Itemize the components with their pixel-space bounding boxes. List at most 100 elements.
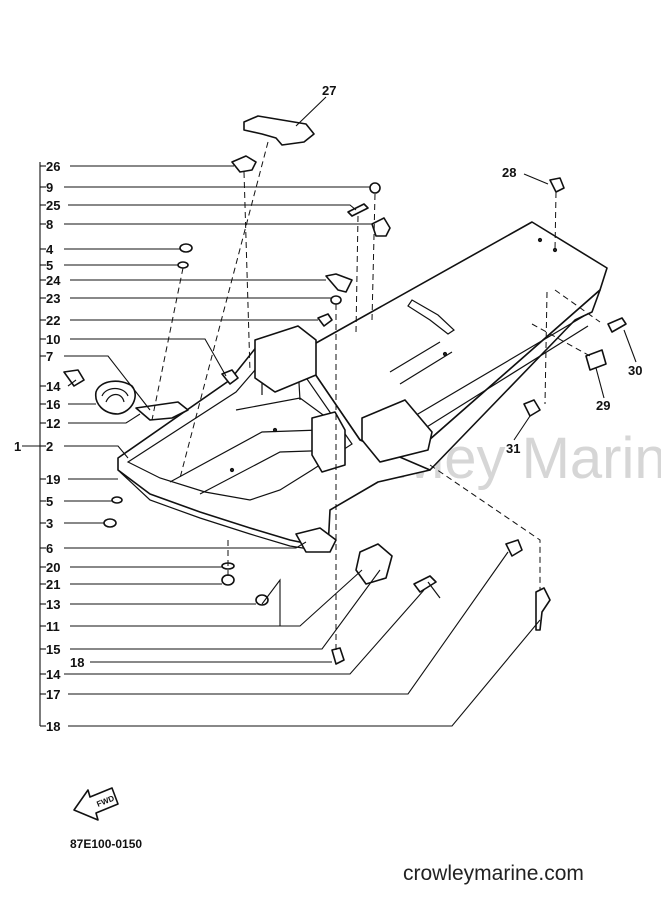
- callout-label-26: 26: [46, 159, 60, 174]
- dash-line: [151, 267, 184, 421]
- callout-label-18a: 18: [70, 655, 84, 670]
- cowling-internal-ribs: [169, 362, 341, 495]
- part-10-damper: [221, 369, 239, 385]
- callout-label-5a: 5: [46, 258, 53, 273]
- leader-31: [513, 415, 531, 441]
- fwd-arrow: FWD: [73, 787, 119, 821]
- dash-line: [429, 464, 541, 590]
- part-8-latch: [371, 217, 391, 237]
- callout-label-3: 3: [46, 516, 53, 531]
- callout-label-30: 30: [628, 363, 642, 378]
- dash-line: [243, 171, 251, 373]
- callout-label-5b: 5: [46, 494, 53, 509]
- callout-label-12: 12: [46, 416, 60, 431]
- callout-label-28: 28: [502, 165, 516, 180]
- bracket-label: 1: [14, 439, 21, 454]
- cowling-top-slot: [407, 299, 455, 335]
- part-7-bracket: [135, 401, 189, 421]
- part-3-grommet: [103, 518, 117, 528]
- callout-label-16: 16: [46, 397, 60, 412]
- leader-14a: [67, 379, 77, 387]
- part-26-bracket: [231, 155, 257, 173]
- part-9-nut: [369, 182, 381, 194]
- part-21-nut: [221, 574, 235, 586]
- left-callout-labels: 2692584524232210714161221953620211311151…: [46, 159, 84, 734]
- leader-11b: [261, 578, 281, 626]
- callout-label-14a: 14: [46, 379, 61, 394]
- leader-10: [70, 338, 227, 377]
- callout-label-31: 31: [506, 441, 520, 456]
- part-31-bolt: [523, 399, 541, 417]
- leader-28: [523, 173, 549, 185]
- leader-30: [623, 329, 637, 363]
- part-13-bush: [255, 594, 269, 606]
- part-22-pad: [317, 313, 333, 327]
- part-27-cover-plate: [243, 115, 315, 146]
- left-callout-system: [22, 162, 541, 727]
- callout-label-22: 22: [46, 313, 60, 328]
- part-17-cap: [505, 539, 523, 557]
- callout-label-17: 17: [46, 687, 60, 702]
- cowling-rivet: [229, 467, 235, 473]
- leader-14b: [64, 589, 425, 675]
- right-callout-system: [295, 96, 637, 441]
- callout-label-23: 23: [46, 291, 60, 306]
- callout-label-14b: 14: [46, 667, 61, 682]
- fwd-arrow-shape: [73, 787, 119, 821]
- callout-label-19: 19: [46, 472, 60, 487]
- leader-18b: [68, 619, 541, 727]
- leader-6: [64, 541, 307, 549]
- leader-15: [70, 569, 381, 650]
- cowling-front-lip: [117, 469, 329, 553]
- bottom-cowling-assembly: [117, 221, 608, 553]
- loose-parts: [63, 115, 627, 665]
- cowling-front-clip: [295, 527, 337, 553]
- part-14-screw: [63, 369, 85, 387]
- part-29-label: [585, 349, 607, 371]
- callout-label-8: 8: [46, 217, 53, 232]
- part-15-bolt: [413, 575, 437, 593]
- cowling-tray-inner-wall: [126, 361, 353, 501]
- leader-27: [295, 96, 327, 127]
- callout-label-9: 9: [46, 180, 53, 195]
- cowling-mount-block: [254, 325, 317, 393]
- part-16-coil-turns: [101, 387, 129, 403]
- callout-label-7: 7: [46, 349, 53, 364]
- dash-line: [531, 323, 591, 357]
- callout-label-21: 21: [46, 577, 60, 592]
- part-11-plate: [355, 543, 393, 585]
- leader-25: [68, 204, 357, 211]
- part-4-grommet: [179, 243, 193, 253]
- callout-label-20: 20: [46, 560, 60, 575]
- callout-label-13: 13: [46, 597, 60, 612]
- cowling-rivet: [272, 427, 278, 433]
- cowling-center-post: [311, 411, 346, 473]
- part-15-shank: [427, 581, 441, 599]
- callout-label-2: 2: [46, 439, 53, 454]
- callout-label-10: 10: [46, 332, 60, 347]
- leader-29: [595, 367, 605, 399]
- part-5-washer: [177, 261, 189, 269]
- dash-line: [355, 215, 359, 333]
- leader-7: [64, 355, 151, 411]
- callout-label-27: 27: [322, 83, 336, 98]
- cowling-rear-box: [361, 399, 433, 463]
- leader-11: [70, 569, 363, 627]
- callout-label-18b: 18: [46, 719, 60, 734]
- part-18-rivet: [331, 647, 345, 665]
- callout-label-4: 4: [46, 242, 54, 257]
- part-23-bush: [330, 295, 342, 305]
- leader-2: [64, 445, 129, 459]
- callout-label-11: 11: [46, 619, 60, 634]
- leader-17: [68, 551, 509, 695]
- part-5b-washer: [111, 496, 123, 504]
- part-24-hook: [325, 273, 353, 293]
- cowling-rivet: [552, 247, 558, 253]
- part-30-clip: [607, 317, 627, 333]
- part-25-clip: [347, 203, 369, 217]
- callout-label-25: 25: [46, 198, 60, 213]
- site-url: crowleymarine.com: [403, 862, 584, 885]
- dash-line: [179, 141, 269, 479]
